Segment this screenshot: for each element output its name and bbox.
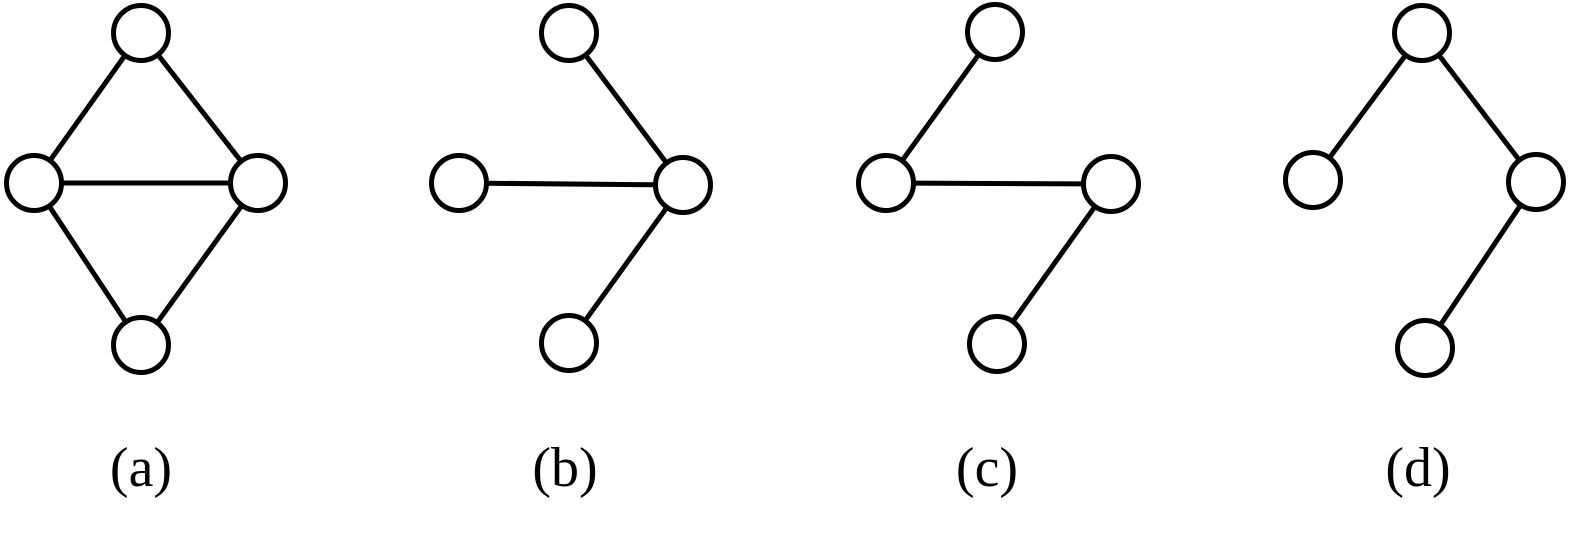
- graph-node-node-left: [856, 153, 916, 213]
- graph-node-node-center: [653, 155, 713, 215]
- panel-label-c: (c): [955, 437, 1019, 499]
- graph-edge: [155, 52, 244, 164]
- graph-edge: [1010, 203, 1098, 325]
- node-group: [856, 2, 1141, 374]
- graph-edge: [899, 51, 982, 164]
- edge-group: [483, 52, 670, 324]
- graph-edge: [483, 180, 659, 188]
- graph-node-node-right: [1506, 152, 1566, 212]
- graph-edge: [47, 52, 128, 164]
- graph-panel-b: [429, 3, 713, 373]
- panel-label-a: (a): [109, 437, 173, 499]
- graph-node-node-right: [1081, 154, 1141, 214]
- graph-node-node-top: [539, 3, 599, 63]
- graph-edge: [582, 204, 670, 324]
- graph-node-node-bottom: [1395, 318, 1455, 378]
- edge-group: [1326, 52, 1524, 328]
- graph-node-node-bottom: [967, 314, 1027, 374]
- graph-node-node-top: [965, 2, 1025, 62]
- node-group: [429, 3, 713, 373]
- graph-panel-a: [4, 3, 288, 375]
- graph-node-node-left: [1283, 150, 1343, 210]
- graph-edge: [46, 203, 129, 325]
- graph-panel-d: [1283, 3, 1566, 378]
- graph-edge: [1437, 202, 1524, 328]
- graph-edge: [1326, 52, 1409, 161]
- graph-node-node-top: [111, 3, 171, 63]
- panel-label-d: (d): [1385, 437, 1451, 499]
- graph-edge: [910, 180, 1087, 187]
- graph-edge: [583, 52, 669, 166]
- node-group: [1283, 3, 1566, 378]
- graph-node-node-right: [228, 153, 288, 213]
- graph-panel-c: [856, 2, 1141, 374]
- graph-node-node-bottom: [111, 315, 171, 375]
- graph-node-node-top: [1392, 3, 1452, 63]
- graph-node-node-left: [429, 153, 489, 213]
- graph-node-node-left: [4, 153, 64, 213]
- panel-label-b: (b): [532, 437, 598, 499]
- edge-group: [899, 51, 1098, 325]
- graph-edge: [1436, 52, 1522, 163]
- edge-group: [46, 52, 245, 326]
- node-group: [4, 3, 288, 375]
- graph-edge: [154, 202, 245, 326]
- graph-node-node-bottom: [539, 313, 599, 373]
